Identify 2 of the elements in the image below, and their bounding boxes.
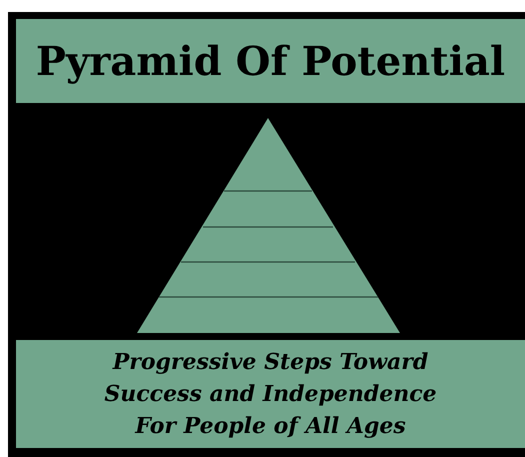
title: Pyramid Of Potential bbox=[16, 19, 525, 103]
caption: Progressive Steps Toward Success and Independence For People of All Ages bbox=[16, 340, 525, 448]
